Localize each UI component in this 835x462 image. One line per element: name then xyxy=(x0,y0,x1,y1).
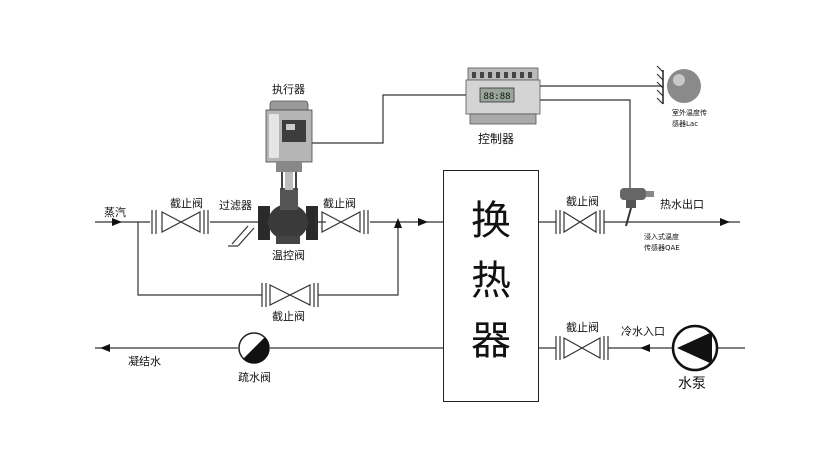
label-outdoor-sensor-2: 感器Lac xyxy=(672,120,699,128)
label-stop-valve-1: 截止阀 xyxy=(170,197,203,210)
arrow-bypass-merge xyxy=(394,218,402,228)
outdoor-sensor-icon xyxy=(656,65,701,105)
label-bypass-stop-valve: 截止阀 xyxy=(272,310,305,323)
arrow-condensate-out xyxy=(100,344,110,352)
filter-icon xyxy=(228,225,255,247)
heat-exchanger: 换 热 器 xyxy=(443,170,539,402)
wire-controller-immersion xyxy=(536,99,631,190)
label-hot-water-outlet: 热水出口 xyxy=(660,198,704,211)
stop-valve-2-icon xyxy=(315,210,369,234)
arrow-steam-in xyxy=(112,218,122,226)
label-actuator: 执行器 xyxy=(272,83,305,96)
label-temp-valve: 温控阀 xyxy=(272,249,305,262)
label-filter: 过滤器 xyxy=(219,199,252,212)
label-outdoor-sensor-1: 室外温度传 xyxy=(672,109,707,117)
label-stop-valve-in: 截止阀 xyxy=(566,321,599,334)
stop-valve-out-icon xyxy=(555,210,605,234)
label-water-pump: 水泵 xyxy=(678,376,706,392)
controller-display: 88:88 xyxy=(483,92,510,102)
label-drain-valve: 疏水阀 xyxy=(238,371,271,384)
immersion-sensor-icon xyxy=(620,188,654,227)
bypass-stop-valve-icon xyxy=(261,283,319,307)
stop-valve-1-icon xyxy=(151,210,209,234)
label-condensate: 凝结水 xyxy=(128,355,161,368)
label-controller: 控制器 xyxy=(478,132,515,146)
bypass-line-right xyxy=(318,222,399,296)
temp-valve-body-icon xyxy=(258,188,318,244)
wire-controller-actuator xyxy=(312,94,470,144)
arrow-cold-water-in xyxy=(640,344,650,352)
heat-exchanger-char-1: 换 xyxy=(471,198,511,244)
arrow-hot-water-out xyxy=(720,218,730,226)
label-stop-valve-out: 截止阀 xyxy=(566,195,599,208)
bypass-line-left xyxy=(137,222,262,296)
label-immersion-sensor-2: 传感器QAE xyxy=(644,244,680,252)
stop-valve-in-icon xyxy=(555,336,609,360)
drain-valve-icon xyxy=(238,332,270,364)
heat-exchanger-char-3: 器 xyxy=(471,318,511,364)
heat-exchanger-char-2: 热 xyxy=(471,258,511,304)
label-immersion-sensor-1: 浸入式温度 xyxy=(644,233,679,241)
actuator-icon xyxy=(265,100,313,190)
label-steam: 蒸汽 xyxy=(104,206,126,219)
water-pump-icon xyxy=(671,324,719,372)
label-cold-water-inlet: 冷水入口 xyxy=(621,325,665,338)
arrow-steam-exchanger xyxy=(418,218,428,226)
label-stop-valve-2: 截止阀 xyxy=(323,197,356,210)
controller-icon: 88:88 xyxy=(465,67,541,125)
